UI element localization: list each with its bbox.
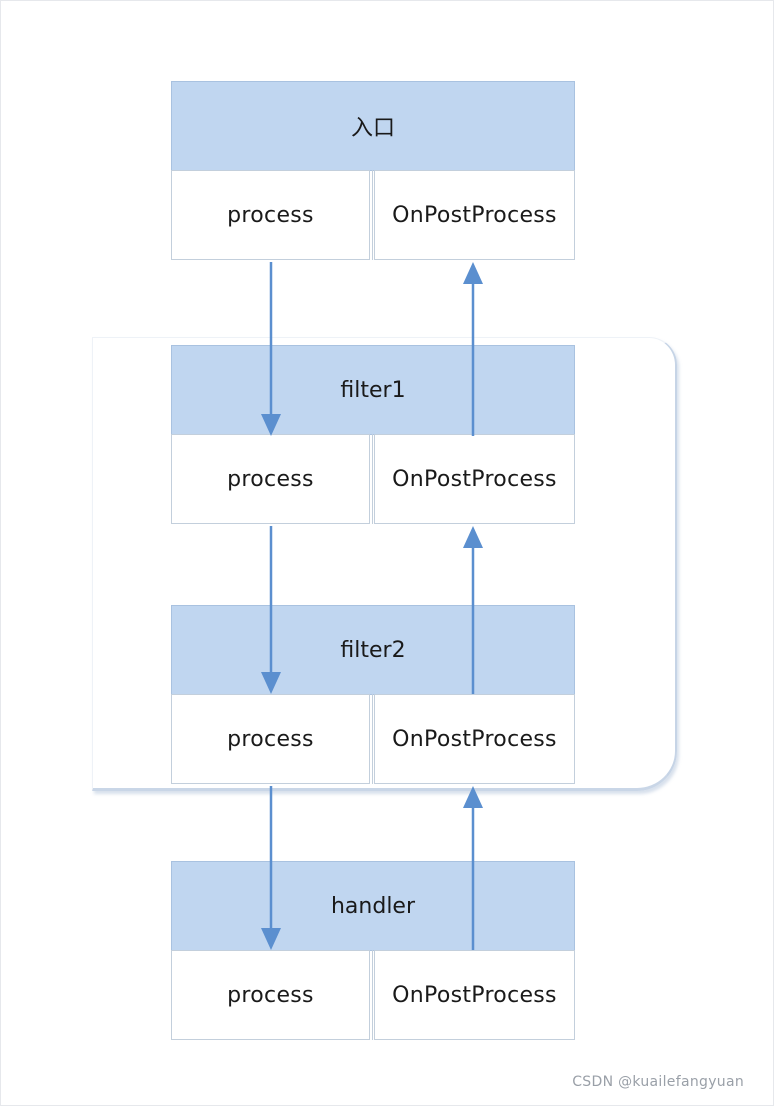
entry-block: 入口 process OnPostProcess [171,81,575,261]
arrow-down-filter1-to-filter2 [261,526,281,694]
handler-block-process: process [171,950,370,1040]
handler-block-title: handler [171,861,575,951]
arrow-down-filter1-to-filter2-head [261,672,281,694]
arrow-down-entry-to-filter1 [261,262,281,436]
filter1-block-separator [369,434,373,524]
filter2-block-separator [369,694,373,784]
entry-block-title: 入口 [171,81,575,171]
arrow-up-handler-to-filter2-head [463,786,483,808]
arrow-down-filter2-to-handler [261,786,281,950]
handler-block: handler process OnPostProcess [171,861,575,1041]
filter1-block-onpostprocess: OnPostProcess [374,434,575,524]
arrow-up-filter1-to-entry-head [463,262,483,284]
arrow-down-filter2-to-handler-head [261,928,281,950]
entry-block-onpostprocess: OnPostProcess [374,170,575,260]
filter2-block-onpostprocess: OnPostProcess [374,694,575,784]
handler-block-separator [369,950,373,1040]
filter1-block: filter1 process OnPostProcess [171,345,575,525]
handler-block-onpostprocess: OnPostProcess [374,950,575,1040]
arrow-up-handler-to-filter2 [463,786,483,950]
filter2-block-process: process [171,694,370,784]
arrow-down-entry-to-filter1-head [261,414,281,436]
entry-block-separator [369,170,373,260]
filter1-block-process: process [171,434,370,524]
filter2-block: filter2 process OnPostProcess [171,605,575,785]
filter2-block-title: filter2 [171,605,575,695]
watermark: CSDN @kuailefangyuan [572,1074,744,1090]
filter-group-frame [92,337,677,791]
filter1-block-title: filter1 [171,345,575,435]
arrow-up-filter1-to-entry [463,262,483,436]
arrow-up-filter2-to-filter1-head [463,526,483,548]
arrow-up-filter2-to-filter1 [463,526,483,694]
